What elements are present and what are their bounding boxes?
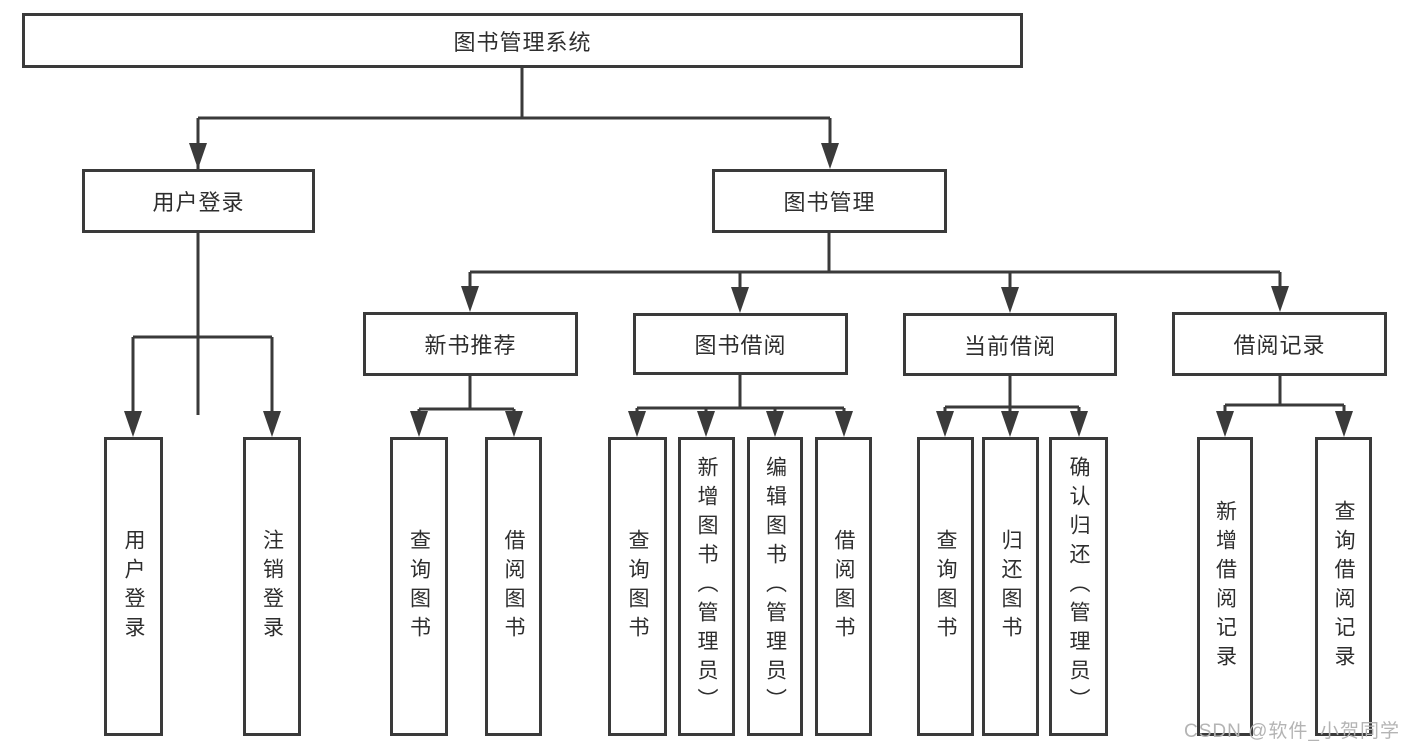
node-book-management: 图书管理: [712, 169, 947, 233]
leaf-add-book-admin: 新增图书（管理员）: [678, 437, 735, 736]
root-node-library-system: 图书管理系统: [22, 13, 1023, 68]
node-borrow-records: 借阅记录: [1172, 312, 1387, 376]
leaf-confirm-return-admin: 确认归还（管理员）: [1049, 437, 1108, 736]
leaf-borrow-books-recommend-label: 借阅图书: [502, 528, 525, 645]
leaf-logout-label: 注销登录: [260, 528, 284, 645]
node-borrow-records-label: 借阅记录: [1233, 333, 1326, 358]
leaf-add-book-admin-label: 新增图书（管理员）: [695, 456, 718, 717]
leaf-edit-book-admin-label: 编辑图书（管理员）: [763, 456, 787, 717]
leaf-confirm-return-admin-label: 确认归还（管理员）: [1067, 456, 1090, 717]
leaf-query-books-current-label: 查询图书: [934, 528, 957, 645]
leaf-query-borrow-record-label: 查询借阅记录: [1332, 499, 1355, 674]
leaf-borrow-books-borrow-label: 借阅图书: [832, 528, 855, 645]
node-current-borrow-label: 当前借阅: [963, 333, 1056, 359]
root-node-label: 图书管理系统: [453, 29, 592, 55]
node-book-borrow: 图书借阅: [633, 313, 848, 375]
leaf-query-books-recommend-label: 查询图书: [407, 528, 431, 645]
node-new-book-recommend: 新书推荐: [363, 312, 578, 376]
leaf-return-books-label: 归还图书: [999, 528, 1022, 645]
node-current-borrow: 当前借阅: [903, 313, 1117, 376]
node-book-management-label: 图书管理: [783, 190, 876, 215]
node-user-login: 用户登录: [82, 169, 315, 233]
node-new-book-recommend-label: 新书推荐: [424, 333, 517, 358]
leaf-edit-book-admin: 编辑图书（管理员）: [747, 437, 803, 736]
leaf-add-borrow-record: 新增借阅记录: [1197, 437, 1253, 736]
leaf-user-login-label: 用户登录: [122, 528, 145, 645]
leaf-borrow-books-borrow: 借阅图书: [815, 437, 872, 736]
leaf-query-books-recommend: 查询图书: [390, 437, 448, 736]
csdn-watermark: CSDN @软件_小贺同学: [1184, 721, 1400, 742]
leaf-query-books-current: 查询图书: [917, 437, 974, 736]
node-book-borrow-label: 图书借阅: [694, 333, 787, 358]
leaf-return-books: 归还图书: [982, 437, 1039, 736]
leaf-user-login: 用户登录: [104, 437, 163, 736]
leaf-query-borrow-record: 查询借阅记录: [1315, 437, 1372, 736]
node-user-login-label: 用户登录: [152, 190, 245, 215]
leaf-borrow-books-recommend: 借阅图书: [485, 437, 542, 736]
leaf-add-borrow-record-label: 新增借阅记录: [1213, 499, 1237, 674]
leaf-query-books-borrow: 查询图书: [608, 437, 667, 736]
leaf-logout: 注销登录: [243, 437, 301, 736]
leaf-query-books-borrow-label: 查询图书: [626, 528, 649, 645]
